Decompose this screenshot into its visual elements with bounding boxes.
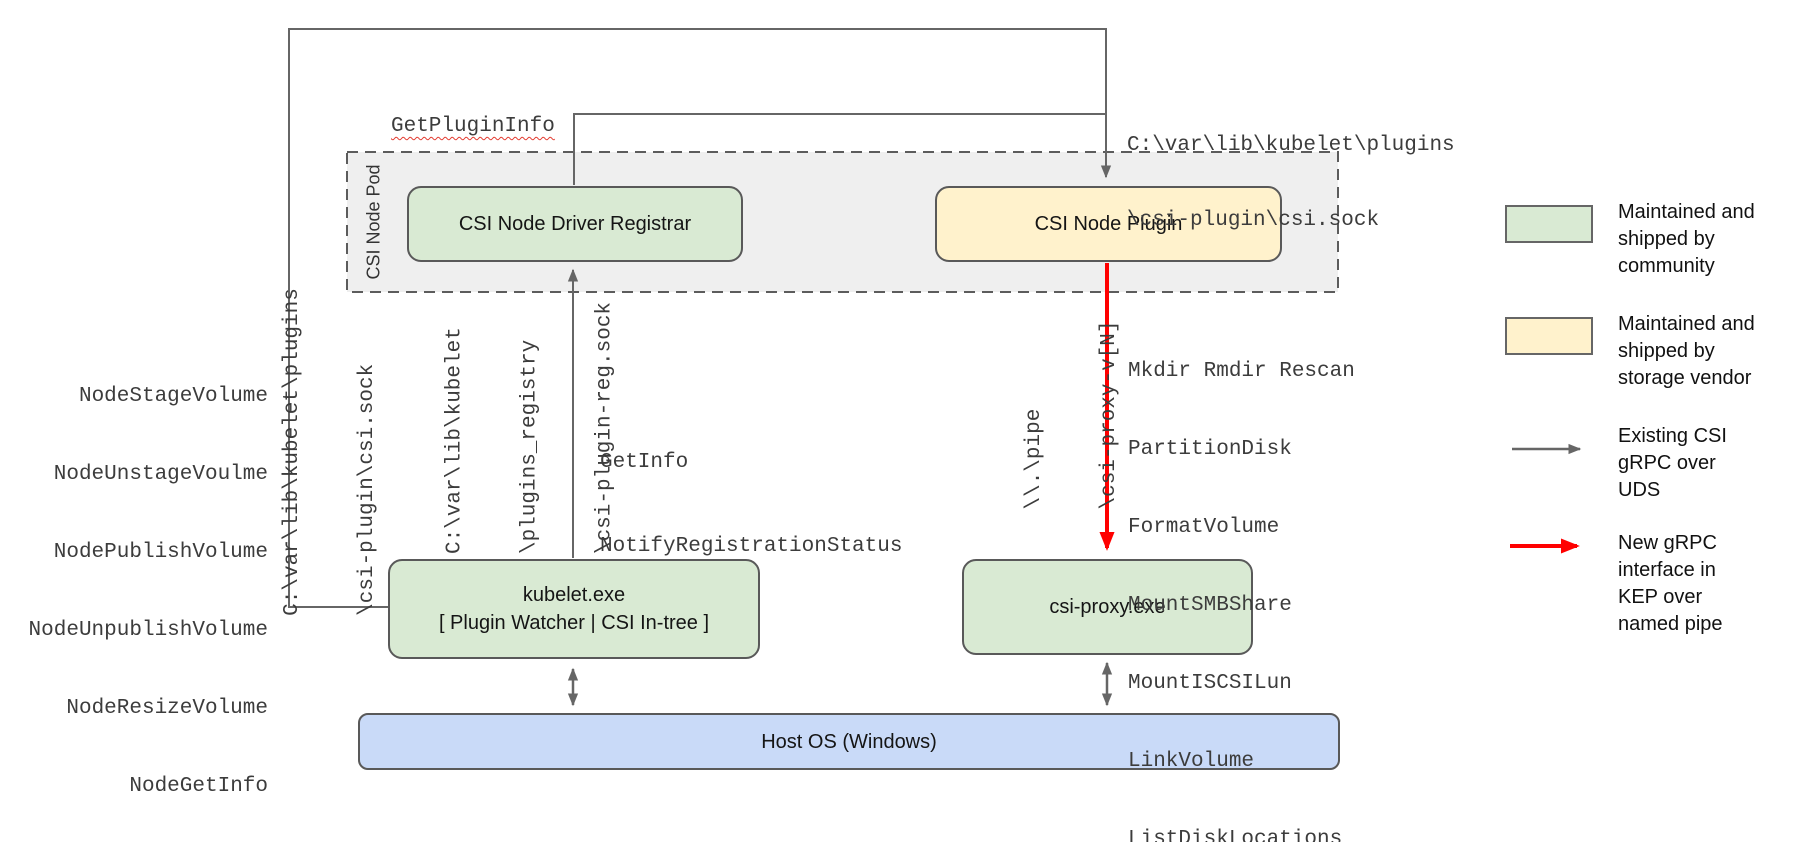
registrar-getplugininfo-connector	[573, 113, 1106, 185]
legend-community-text: Maintained and shipped by community	[1618, 199, 1755, 280]
legend-line: New gRPC	[1618, 532, 1717, 554]
legend-line: community	[1618, 255, 1715, 277]
kubelet-label-line2: [ Plugin Watcher | CSI In-tree ]	[438, 612, 710, 634]
legend-line: gRPC over	[1618, 452, 1716, 474]
legend-line: storage vendor	[1618, 367, 1752, 389]
legend-vendor-text: Maintained and shipped by storage vendor	[1618, 311, 1755, 392]
kubelet-label-line1: kubelet.exe	[522, 584, 626, 606]
csi-node-plugin-label: CSI Node Plugin	[1034, 213, 1183, 235]
legend-line: interface in	[1618, 559, 1716, 581]
legend-line: shipped by	[1618, 340, 1715, 362]
legend-line: shipped by	[1618, 228, 1715, 250]
legend-line: named pipe	[1618, 613, 1723, 635]
legend-existing-grpc-text: Existing CSI gRPC over UDS	[1618, 423, 1727, 504]
legend-line: UDS	[1618, 479, 1661, 501]
csi-proxy-box: csi-proxy.exe	[962, 559, 1253, 655]
csi-node-driver-registrar-box: CSI Node Driver Registrar	[407, 186, 743, 262]
host-os-label: Host OS (Windows)	[761, 730, 937, 753]
legend-community-swatch	[1505, 205, 1593, 243]
kubelet-box: kubelet.exe [ Plugin Watcher | CSI In-tr…	[388, 559, 760, 659]
csi-node-plugin-box: CSI Node Plugin	[935, 186, 1282, 262]
csi-proxy-label: csi-proxy.exe	[1049, 596, 1166, 618]
legend-line: Existing CSI	[1618, 425, 1727, 447]
legend-new-grpc-text: New gRPC interface in KEP over named pip…	[1618, 530, 1723, 638]
host-os-box: Host OS (Windows)	[358, 713, 1340, 770]
kubelet-to-plugin-connector	[288, 28, 1112, 608]
legend-line: Maintained and	[1618, 313, 1755, 335]
legend-vendor-swatch	[1505, 317, 1593, 355]
csi-node-driver-registrar-label: CSI Node Driver Registrar	[458, 213, 692, 235]
legend-line: Maintained and	[1618, 201, 1755, 223]
legend-line: KEP over	[1618, 586, 1703, 608]
